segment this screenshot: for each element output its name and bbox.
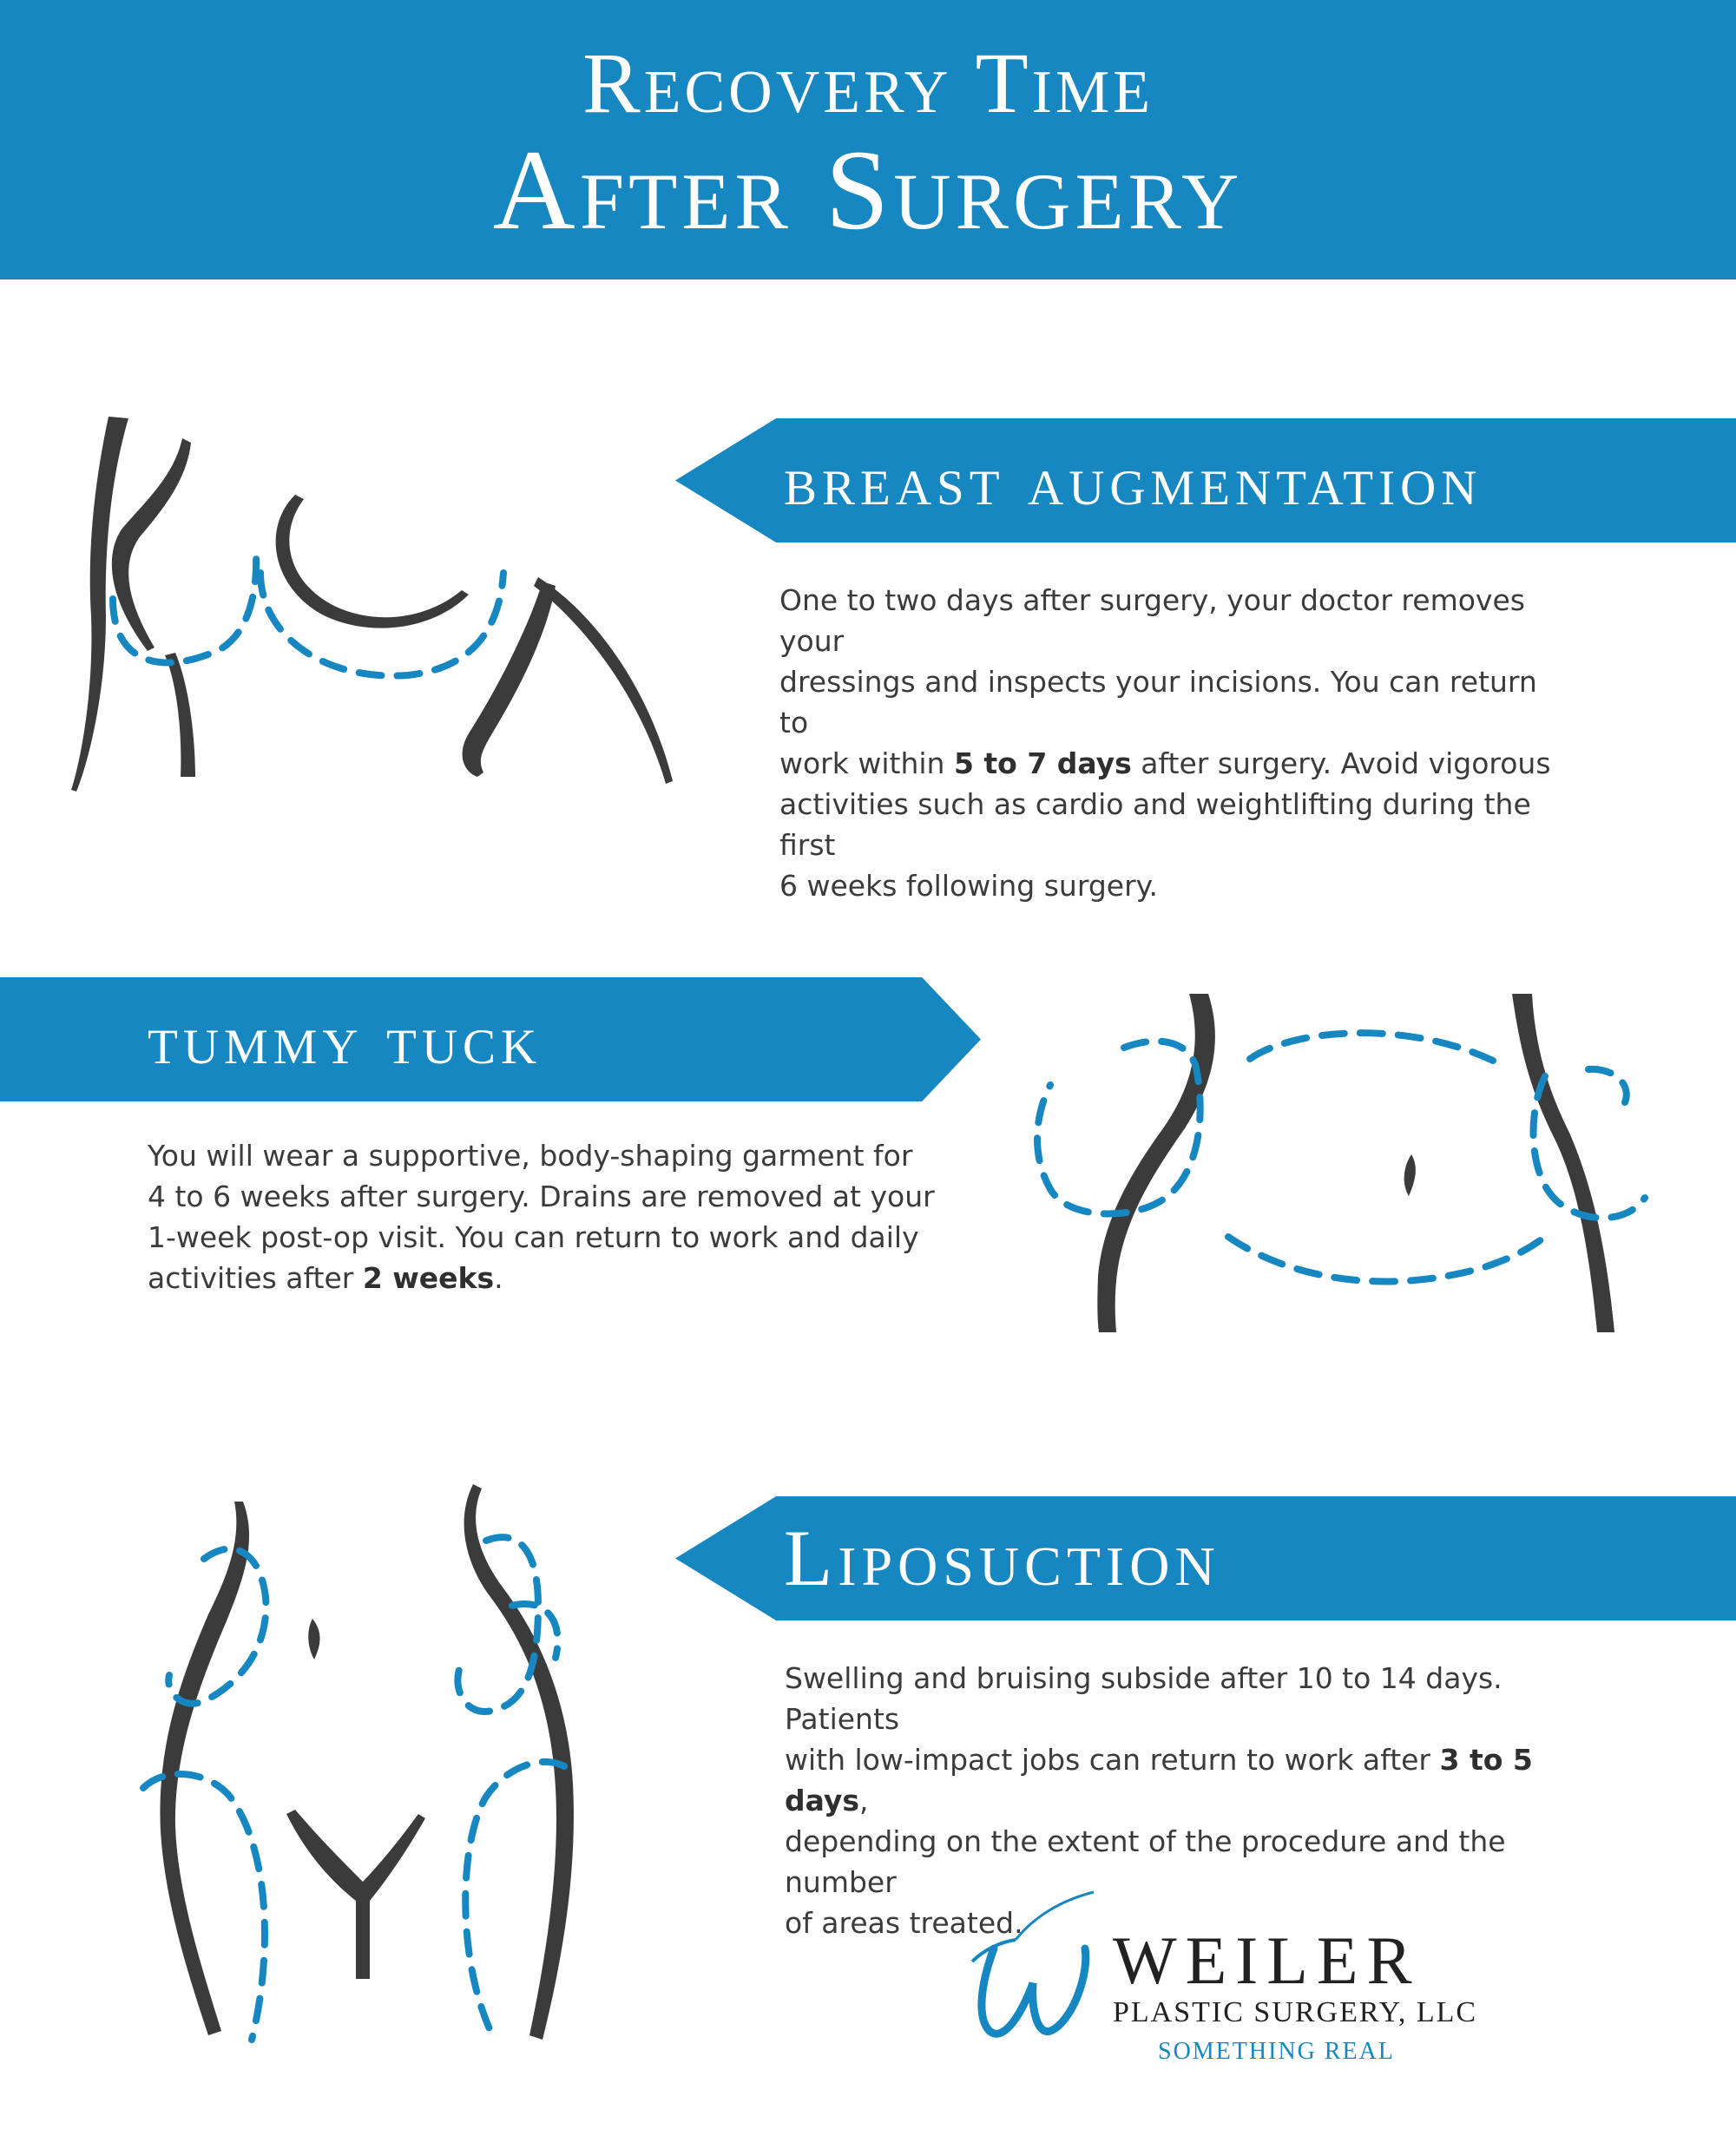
lipo-return-days: 3 to 5 days	[785, 1743, 1533, 1817]
tummy-tuck-title: TUMMY TUCK	[148, 1000, 542, 1079]
lipo-line-2c: ,	[859, 1784, 869, 1817]
breast-line-3: work within 5 to 7 days after surgery. A…	[779, 743, 1561, 784]
breast-line-3a: work within	[779, 746, 954, 780]
lipo-line-2a: with low-impact jobs can return to work …	[785, 1743, 1440, 1777]
lipo-line-2: with low-impact jobs can return to work …	[785, 1739, 1566, 1821]
breast-augmentation-banner: BREAST AUGMENTATION	[675, 418, 1736, 542]
lipo-line-1: Swelling and bruising subside after 10 t…	[785, 1661, 1503, 1736]
logo-tagline: SOMETHING REAL	[1158, 2038, 1395, 2065]
breast-line-5: 6 weeks following surgery.	[779, 869, 1158, 903]
tummy-line-1: You will wear a supportive, body-shaping…	[148, 1139, 913, 1173]
breast-augmentation-title: BREAST AUGMENTATION	[784, 441, 1483, 520]
logo-name: WEILER	[1113, 1922, 1421, 1998]
tummy-line-2: 4 to 6 weeks after surgery. Drains are r…	[148, 1180, 935, 1213]
tummy-line-4: activities after 2 weeks.	[148, 1258, 946, 1298]
tummy-tuck-description: You will wear a supportive, body-shaping…	[148, 1135, 946, 1298]
header-title-line2: After Surgery	[492, 126, 1244, 253]
breast-line-3c: after surgery. Avoid vigorous	[1131, 746, 1551, 780]
tummy-line-4c: .	[494, 1261, 503, 1295]
liposuction-description: Swelling and bruising subside after 10 t…	[785, 1658, 1566, 1943]
lipo-line-3: depending on the extent of the procedure…	[785, 1824, 1506, 1899]
breast-return-days: 5 to 7 days	[953, 746, 1132, 780]
lipo-illustration	[140, 1484, 574, 2043]
header-title-line1: Recovery Time	[582, 35, 1154, 131]
breast-augmentation-description: One to two days after surgery, your doct…	[779, 580, 1561, 906]
breast-line-4: activities such as cardio and weightlift…	[779, 787, 1531, 862]
tummy-illustration	[1034, 994, 1648, 1332]
breast-line-1: One to two days after surgery, your doct…	[779, 583, 1525, 658]
breast-line-2: dressings and inspects your incisions. Y…	[779, 665, 1537, 739]
breast-illustration	[71, 417, 673, 792]
liposuction-title: Liposuction	[784, 1514, 1220, 1602]
logo-subtitle: PLASTIC SURGERY, LLC	[1113, 1996, 1478, 2028]
tummy-line-4a: activities after	[148, 1261, 363, 1295]
tummy-line-3: 1-week post-op visit. You can return to …	[148, 1220, 919, 1254]
tummy-tuck-banner: TUMMY TUCK	[0, 977, 981, 1101]
lipo-line-4: of areas treated.	[785, 1906, 1023, 1940]
header-banner: Recovery Time After Surgery	[0, 0, 1736, 279]
liposuction-banner: Liposuction	[675, 1496, 1736, 1620]
weiler-logo-icon	[970, 1890, 1095, 2038]
tummy-return-weeks: 2 weeks	[362, 1261, 495, 1295]
